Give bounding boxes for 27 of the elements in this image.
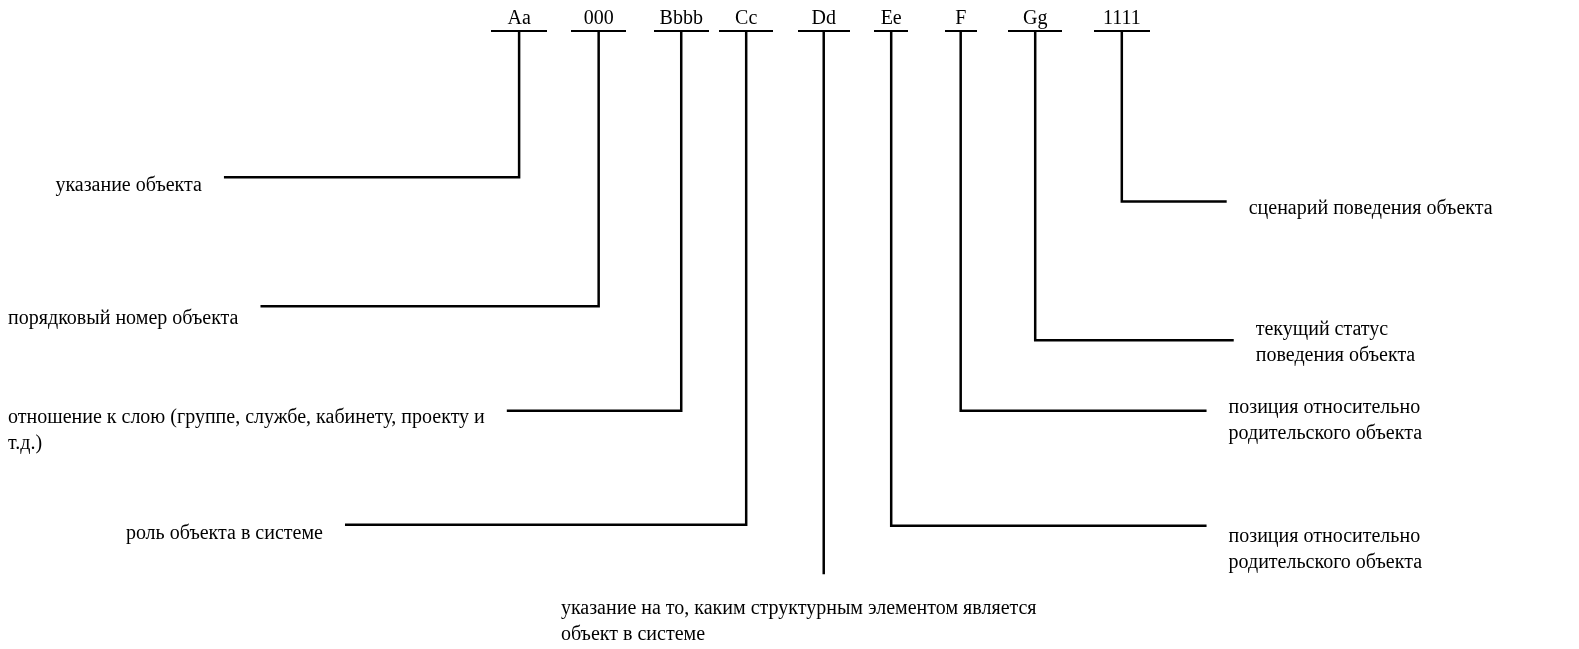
code-segment: 000 <box>570 4 627 32</box>
leader-line <box>1033 32 1234 342</box>
leader-line <box>223 32 521 179</box>
code-segment: Cc <box>719 4 774 32</box>
leader-line <box>1120 32 1227 203</box>
leader-label: сценарий поведения объекта <box>1248 194 1571 221</box>
leader-label: указание на то, каким структурным элементом является объект в системе <box>560 594 1047 647</box>
leader-label: позиция относительно родительского объекта <box>1228 521 1501 574</box>
code-segment: Ee <box>874 4 909 32</box>
leader-line <box>822 32 825 575</box>
code-segment: 1111 <box>1093 4 1150 32</box>
code-segment: Gg <box>1008 4 1063 32</box>
leader-line <box>345 32 748 526</box>
code-segment: F <box>944 4 977 32</box>
code-segment: Dd <box>797 4 850 32</box>
leader-label: указание объекта <box>55 171 257 198</box>
leader-label: порядковый номер объекта <box>8 304 311 331</box>
leader-label: позиция относительно родительского объекта <box>1228 392 1501 445</box>
code-segment: Aa <box>491 4 547 32</box>
leader-line <box>260 32 600 308</box>
leader-label: роль объекта в системе <box>125 518 378 545</box>
leader-line <box>506 32 683 413</box>
leader-label: текущий статус поведения объекта <box>1255 315 1468 368</box>
code-segment: Bbbb <box>653 4 709 32</box>
leader-line <box>889 32 1207 527</box>
leader-label: отношение к слою (группе, службе, кабинету, проекту и т.д.) <box>8 402 500 455</box>
leader-line <box>959 32 1207 413</box>
